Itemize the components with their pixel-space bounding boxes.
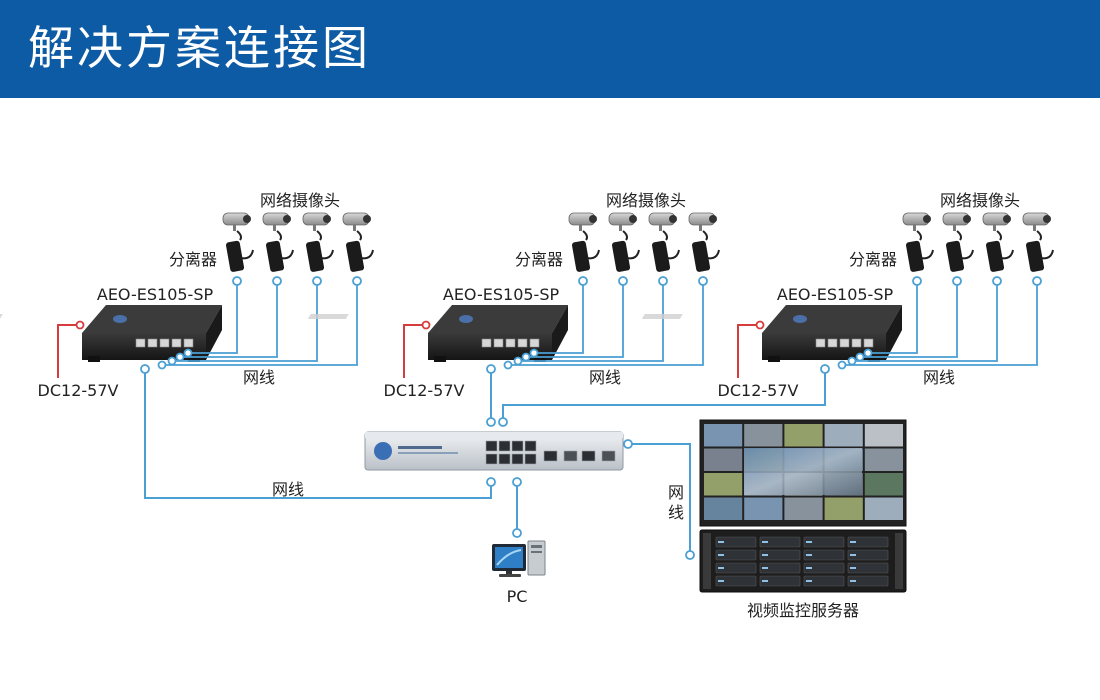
rj45-port-icon <box>815 338 826 348</box>
splitter-icon <box>572 230 600 272</box>
video-wall <box>699 419 907 527</box>
camera-icon <box>608 212 637 231</box>
logo-icon <box>113 315 127 323</box>
camera-label: 网络摄像头 <box>940 191 1020 210</box>
camera-label: 网络摄像头 <box>606 191 686 210</box>
logo-icon <box>793 315 807 323</box>
rj45-port-icon <box>543 450 558 462</box>
rj45-port-icon <box>485 440 498 452</box>
rj45-port-icon <box>511 453 524 465</box>
tower-icon <box>527 540 546 576</box>
camera-icon <box>262 212 291 231</box>
power-label: DC12-57V <box>384 381 465 400</box>
sfp-port-icon <box>563 450 578 462</box>
cable-label-core-left: 网线 <box>272 480 304 499</box>
cable-label: 网线 <box>589 368 621 387</box>
splitter-icon <box>346 230 374 272</box>
camera-icon <box>902 212 931 231</box>
camera-icon <box>302 212 331 231</box>
server-label: 视频监控服务器 <box>747 601 859 620</box>
camera-icon <box>1022 212 1051 231</box>
core-switch <box>364 431 624 471</box>
splitter-label: 分离器 <box>169 250 217 269</box>
camera-label: 网络摄像头 <box>260 191 340 210</box>
rj45-port-icon <box>517 338 528 348</box>
rj45-port-icon <box>524 440 537 452</box>
cable-label-core-right: 网线 <box>668 483 684 522</box>
splitter-icon <box>306 230 334 272</box>
rj45-port-icon <box>183 338 194 348</box>
camera-icon <box>982 212 1011 231</box>
camera-icon <box>342 212 371 231</box>
rj45-port-icon <box>863 338 874 348</box>
power-label: DC12-57V <box>38 381 119 400</box>
switch-model-label: AEO-ES105-SP <box>97 285 214 304</box>
rj45-port-icon <box>493 338 504 348</box>
logo-icon <box>459 315 473 323</box>
splitter-label: 分离器 <box>515 250 563 269</box>
splitter-icon <box>986 230 1014 272</box>
rj45-port-icon <box>511 440 524 452</box>
splitter-icon <box>226 230 254 272</box>
rj45-port-icon <box>498 440 511 452</box>
camera-icon <box>568 212 597 231</box>
power-label: DC12-57V <box>718 381 799 400</box>
rj45-port-icon <box>171 338 182 348</box>
splitter-label: 分离器 <box>849 250 897 269</box>
poe-switch <box>307 305 568 362</box>
rj45-port-icon <box>147 338 158 348</box>
poe-switch <box>641 305 902 362</box>
splitter-icon <box>946 230 974 272</box>
splitter-icon <box>906 230 934 272</box>
rj45-port-icon <box>481 338 492 348</box>
rj45-port-icon <box>159 338 170 348</box>
sfp-port-icon <box>601 450 616 462</box>
rj45-port-icon <box>524 453 537 465</box>
header-banner: 解决方案连接图 <box>0 0 1100 98</box>
rj45-port-icon <box>135 338 146 348</box>
splitter-icon <box>612 230 640 272</box>
rack-server: 视频监控服务器 <box>699 529 907 620</box>
rj45-port-icon <box>485 453 498 465</box>
cable-label: 网线 <box>923 368 955 387</box>
pc-label: PC <box>507 587 528 606</box>
pc: PC <box>492 540 546 606</box>
splitter-icon <box>266 230 294 272</box>
splitter-icon <box>652 230 680 272</box>
monitor-icon <box>492 544 526 577</box>
rj45-port-icon <box>505 338 516 348</box>
camera-icon <box>648 212 677 231</box>
rj45-port-icon <box>827 338 838 348</box>
rj45-port-icon <box>529 338 540 348</box>
rj45-port-icon <box>851 338 862 348</box>
page-title: 解决方案连接图 <box>28 21 371 75</box>
camera-icon <box>688 212 717 231</box>
switch-model-label: AEO-ES105-SP <box>777 285 894 304</box>
splitter-icon <box>1026 230 1054 272</box>
splitter-icon <box>692 230 720 272</box>
rj45-port-icon <box>839 338 850 348</box>
rj45-port-icon <box>581 450 596 462</box>
camera-icon <box>942 212 971 231</box>
switch-model-label: AEO-ES105-SP <box>443 285 560 304</box>
camera-icon <box>222 212 251 231</box>
rj45-port-icon <box>498 453 511 465</box>
cable-label: 网线 <box>243 368 275 387</box>
logo-icon <box>374 442 392 460</box>
